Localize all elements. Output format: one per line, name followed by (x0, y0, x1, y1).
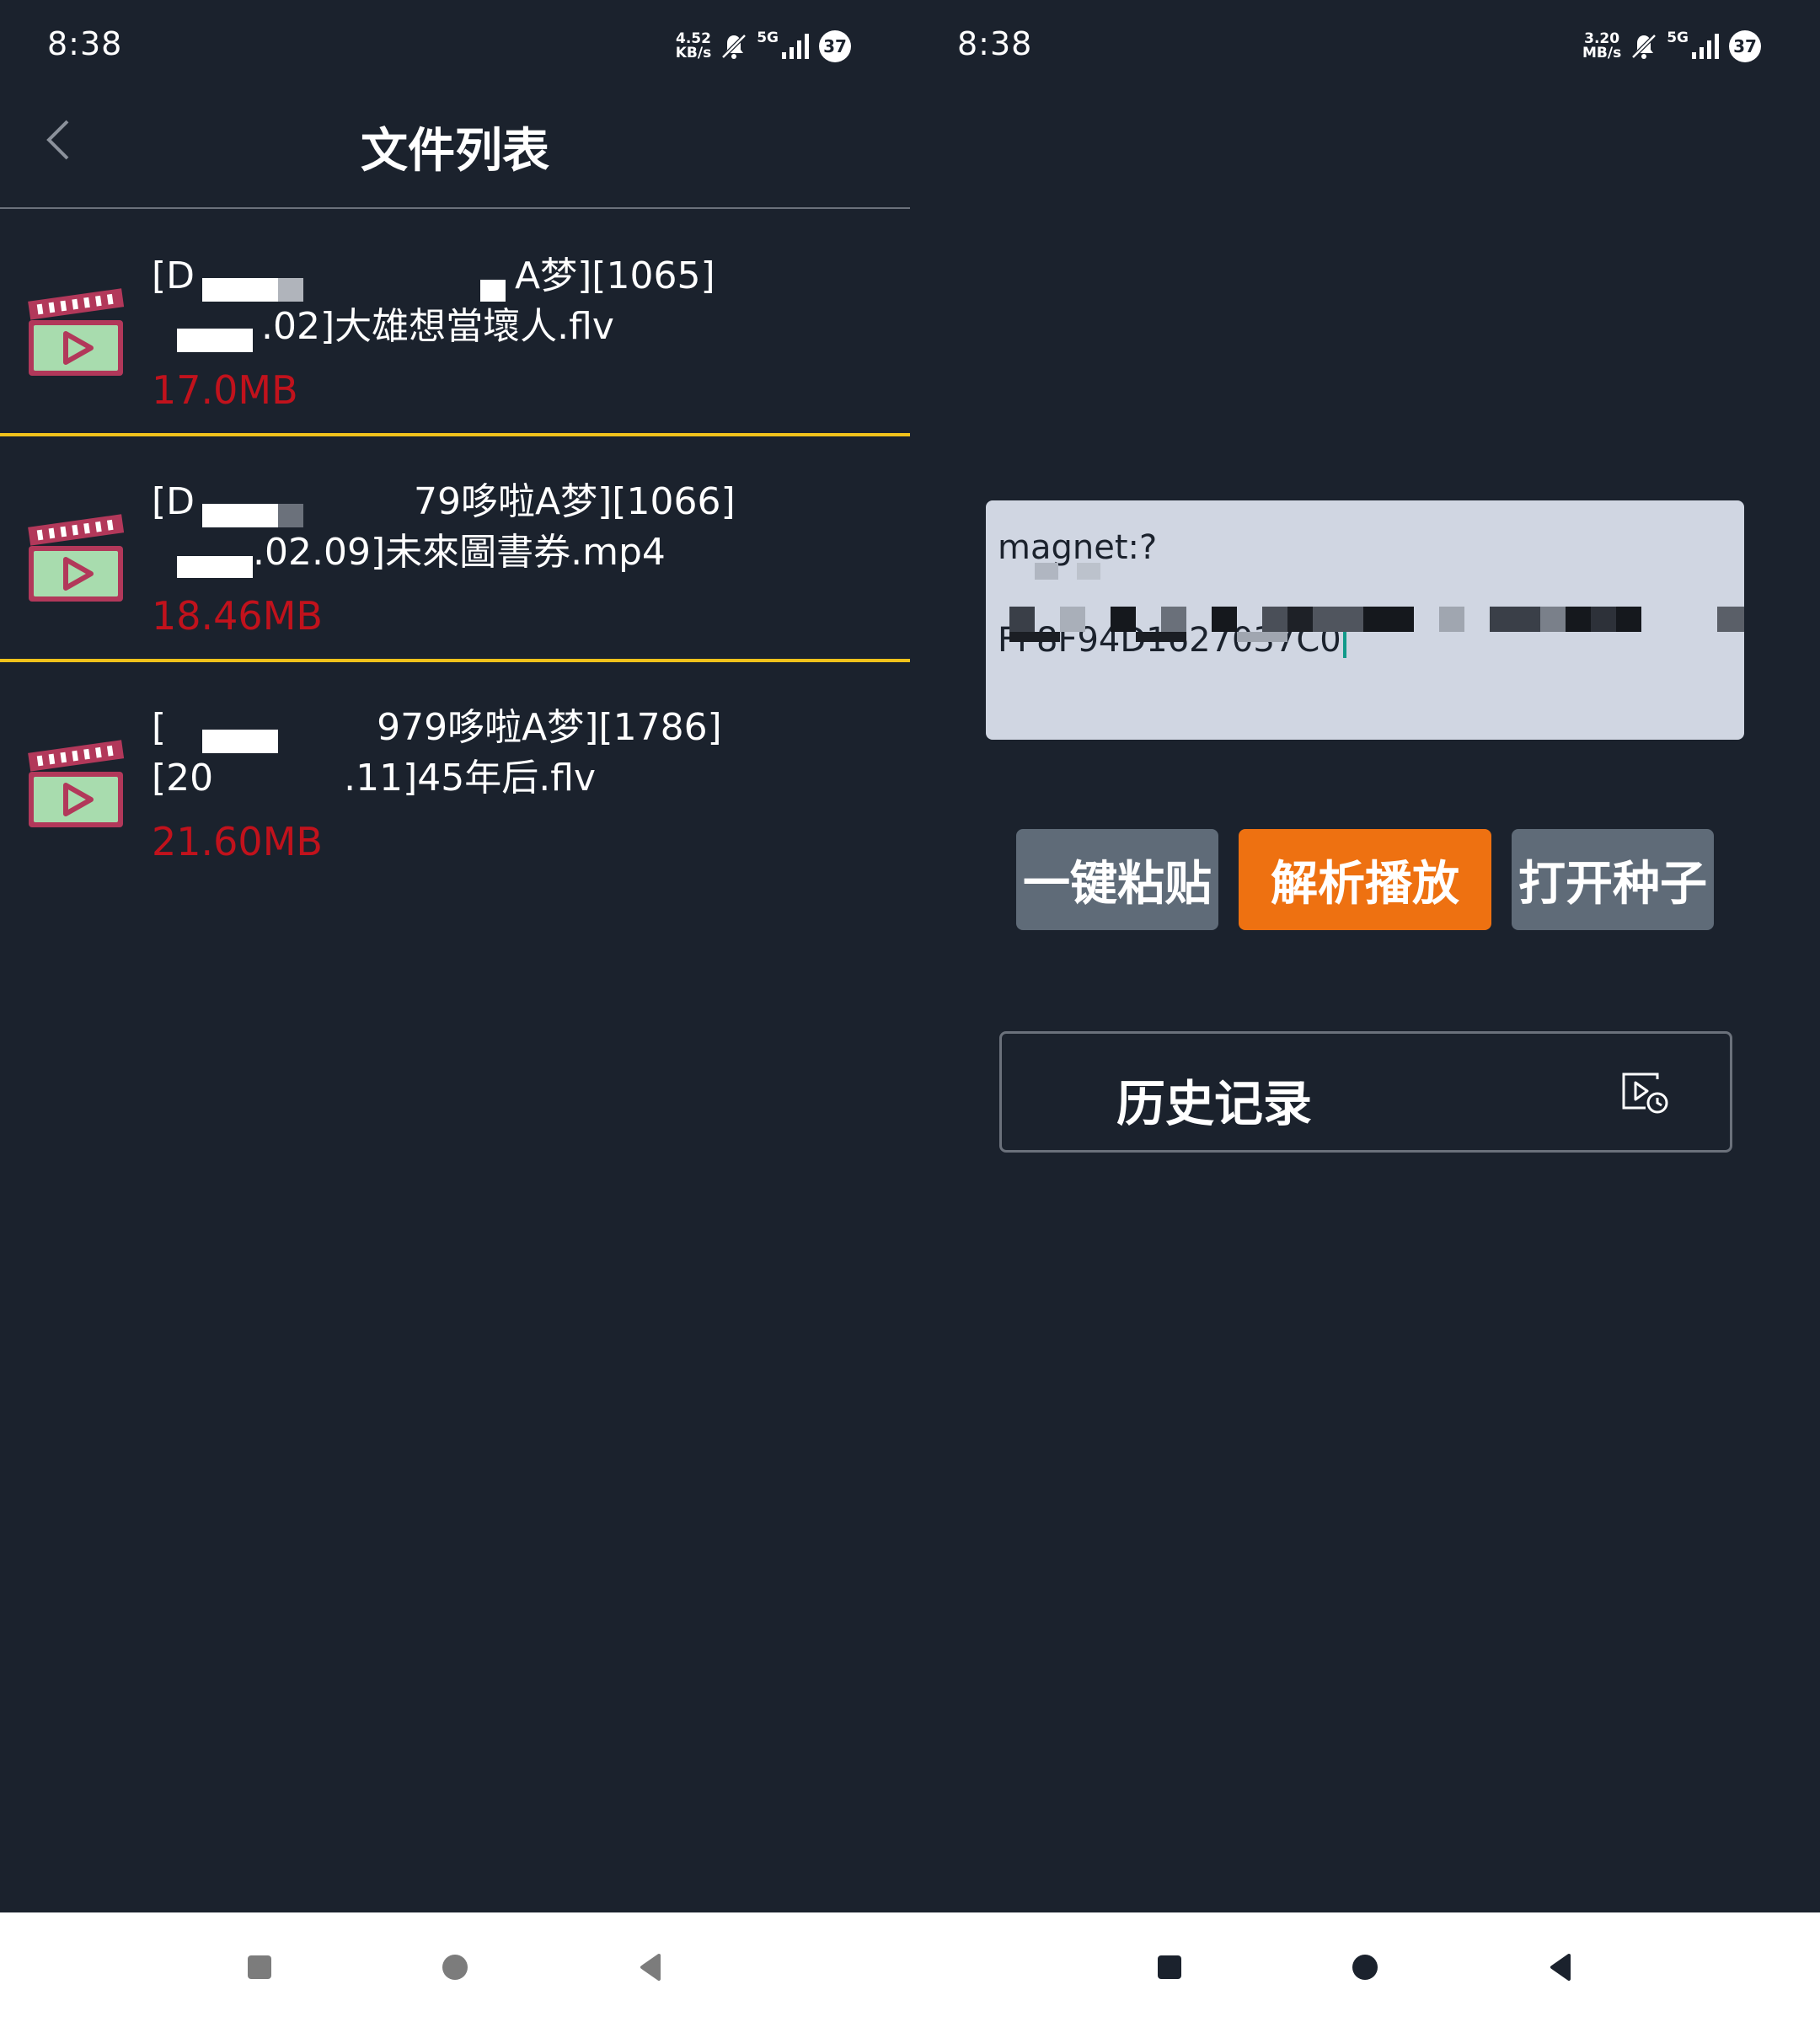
file-size: 21.60MB (152, 819, 323, 864)
redaction-block (177, 329, 253, 352)
redaction-block (1009, 607, 1035, 632)
app-bar: 文件列表 (0, 93, 910, 209)
signal-icon (1690, 32, 1721, 61)
file-row[interactable]: [979哆啦A梦][1786] [20.11]45年后.flv 21.60MB (0, 662, 910, 888)
file-size: 17.0MB (152, 367, 298, 413)
page-title: 文件列表 (361, 124, 549, 179)
redaction-block (1616, 607, 1641, 632)
redaction-block (1262, 607, 1287, 632)
back-button[interactable] (634, 1950, 667, 1984)
network-speed: 4.52 KB/s (675, 30, 712, 62)
battery-icon: 37 (819, 30, 851, 62)
network-type: 5G (757, 29, 779, 46)
status-time: 8:38 (957, 25, 1033, 62)
status-time: 8:38 (47, 25, 123, 62)
file-name: [979哆啦A梦][1786] [20.11]45年后.flv (152, 706, 722, 800)
status-bar: 8:38 4.52 KB/s 5G 37 (0, 0, 910, 93)
magnet-link-input[interactable]: magnet:? FF8F94D1627037C0 (986, 500, 1744, 740)
status-icons: 3.20 MB/s 5G 37 (1582, 27, 1761, 66)
redaction-block (1439, 607, 1464, 632)
back-chevron-icon[interactable] (39, 115, 78, 165)
redaction-block (480, 280, 506, 302)
bell-muted-icon (1630, 32, 1658, 61)
redaction-block (1035, 563, 1058, 580)
redaction-block (1212, 607, 1237, 632)
play-history-icon (1620, 1071, 1669, 1115)
redaction-block (1717, 607, 1744, 632)
open-torrent-button[interactable]: 打开种子 (1512, 829, 1714, 930)
signal-icon (780, 32, 811, 61)
redaction-block (278, 504, 303, 527)
video-file-icon (25, 504, 126, 605)
redaction-block (1490, 607, 1540, 632)
network-speed: 3.20 MB/s (1582, 30, 1622, 62)
bell-muted-icon (720, 32, 748, 61)
redaction-block (1077, 563, 1100, 580)
redaction-block (1540, 607, 1566, 632)
battery-icon: 37 (1729, 30, 1761, 62)
text-caret (1342, 626, 1346, 658)
redaction-block (1363, 607, 1414, 632)
redaction-block (1313, 607, 1363, 632)
redaction-block (202, 504, 278, 527)
redaction-block (1566, 607, 1591, 632)
back-button[interactable] (1544, 1950, 1577, 1984)
status-bar: 8:38 3.20 MB/s 5G 37 (910, 0, 1820, 93)
file-list-screen: 8:38 4.52 KB/s 5G 37 文件列表 (0, 0, 910, 2022)
redaction-block (177, 556, 253, 578)
redaction-block (1591, 607, 1616, 632)
recents-button[interactable] (1153, 1950, 1186, 1984)
paste-button[interactable]: 一键粘贴 (1016, 829, 1218, 930)
redaction-block (202, 278, 278, 302)
recents-button[interactable] (243, 1950, 276, 1984)
status-icons: 4.52 KB/s 5G 37 (676, 27, 851, 66)
network-type: 5G (1667, 29, 1689, 46)
video-file-icon (25, 278, 126, 379)
system-nav-bar (0, 1912, 910, 2022)
redaction-block (278, 278, 303, 302)
history-label: 历史记录 (1116, 1075, 1313, 1132)
redaction-block (1009, 632, 1060, 642)
history-button[interactable]: 历史记录 (999, 1031, 1732, 1153)
redaction-block (1136, 632, 1186, 642)
magnet-player-screen: 8:38 3.20 MB/s 5G 37 magnet:? FF8F94D162… (910, 0, 1820, 2022)
redaction-block (1111, 607, 1136, 632)
file-size: 18.46MB (152, 593, 323, 639)
redaction-block (1161, 607, 1186, 632)
redaction-block (1060, 607, 1085, 632)
parse-play-button[interactable]: 解析播放 (1239, 829, 1491, 930)
system-nav-bar (910, 1912, 1820, 2022)
redaction-block (1237, 632, 1287, 642)
redaction-block (1287, 607, 1313, 632)
home-button[interactable] (1348, 1950, 1382, 1984)
video-file-icon (25, 730, 126, 831)
redaction-block (202, 730, 278, 753)
home-button[interactable] (438, 1950, 472, 1984)
